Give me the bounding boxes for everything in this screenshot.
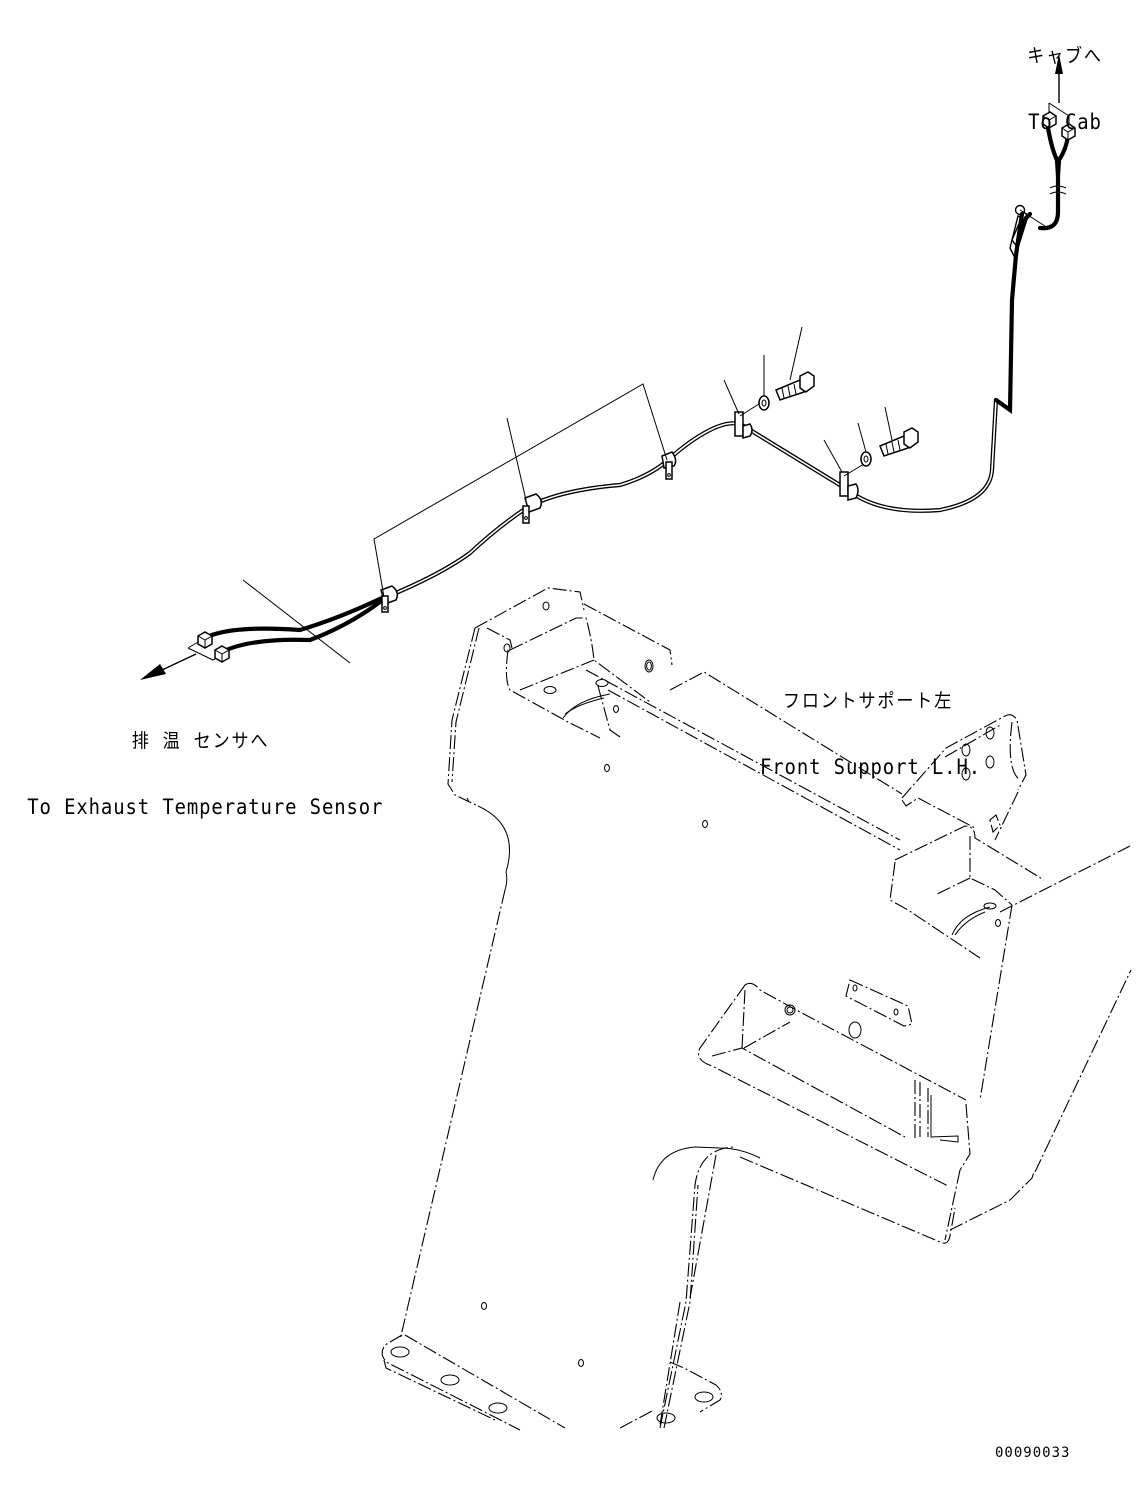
label-to-exhaust-sensor-en: To Exhaust Temperature Sensor (27, 795, 384, 819)
drawing-number: 00090033 (995, 1445, 1071, 1461)
bolt-icon (879, 427, 919, 457)
label-to-cab: キャブへ To Cab (1007, 1, 1124, 155)
front-support-lh (381, 587, 1132, 1431)
harness-clamp (522, 493, 543, 524)
bolt-icon (775, 371, 815, 401)
washer-icon (860, 451, 872, 467)
label-front-support: フロントサポート左 Front Support L.H. (760, 646, 982, 800)
label-front-support-jp: フロントサポート左 (782, 690, 954, 712)
leader-lines (242, 326, 893, 664)
arrow-to-exhaust-sensor-icon (140, 653, 197, 680)
label-to-exhaust-sensor-jp: 排 温 センサへ (131, 730, 270, 752)
arrow-to-cab-icon (1055, 54, 1063, 103)
harness-clamp (661, 451, 677, 480)
label-to-cab-en: To Cab (1028, 110, 1102, 134)
harness-clamp (380, 585, 399, 613)
connector-cab (1042, 102, 1076, 141)
clamp-bracket (839, 463, 865, 501)
washer-icon (758, 395, 770, 411)
connector-exhaust-sensor (187, 631, 230, 663)
label-to-cab-jp: キャブへ (1027, 45, 1103, 67)
label-to-exhaust-sensor: 排 温 センサへ To Exhaust Temperature Sensor (27, 686, 384, 840)
label-front-support-en: Front Support L.H. (760, 755, 982, 779)
wiring-harness (202, 125, 1071, 655)
